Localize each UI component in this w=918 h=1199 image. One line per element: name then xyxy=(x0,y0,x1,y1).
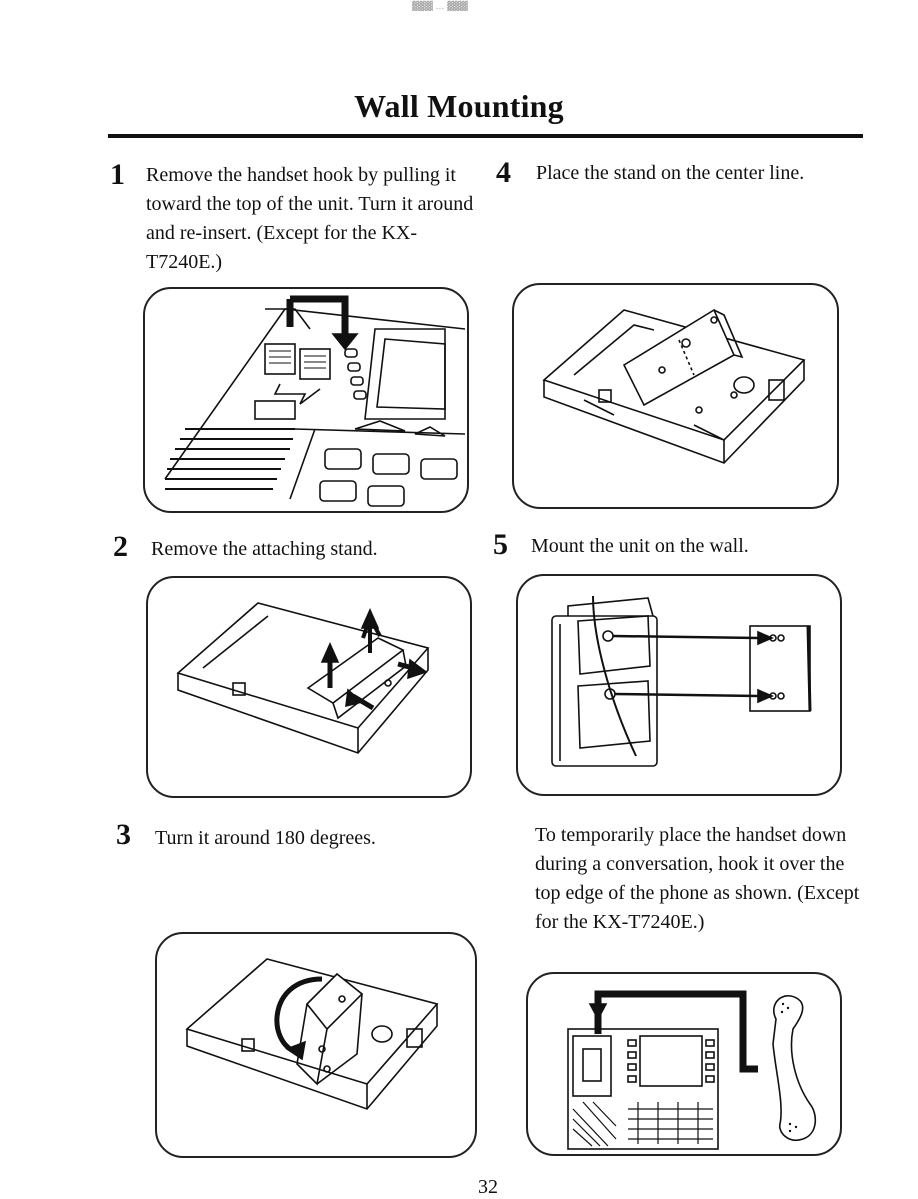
step-4-number: 4 xyxy=(496,156,511,189)
handset-note-text: To temporarily place the handset down du… xyxy=(535,824,860,933)
step-2-number: 2 xyxy=(113,530,128,563)
title-rule xyxy=(108,134,863,138)
step-4-illustration xyxy=(512,283,839,509)
scan-header-marks: ▓▓▓ ... ▓▓▓ xyxy=(412,2,468,12)
page-title: Wall Mounting xyxy=(354,88,564,124)
step-3-text: Turn it around 180 degrees. xyxy=(155,827,376,849)
step-5-number: 5 xyxy=(493,528,508,561)
step-4-text: Place the stand on the center line. xyxy=(536,162,805,184)
step-3-illustration xyxy=(155,932,477,1158)
step-5-illustration xyxy=(516,574,842,796)
step-5-text: Mount the unit on the wall. xyxy=(531,535,749,557)
step-1-number: 1 xyxy=(110,158,125,191)
step-1-illustration xyxy=(143,287,469,513)
handset-hang-illustration xyxy=(526,972,842,1156)
step-2-illustration xyxy=(146,576,472,798)
step-2-text: Remove the attaching stand. xyxy=(151,538,378,560)
step-1-text: Remove the handset hook by pulling it to… xyxy=(146,164,474,273)
step-3-number: 3 xyxy=(116,818,131,851)
